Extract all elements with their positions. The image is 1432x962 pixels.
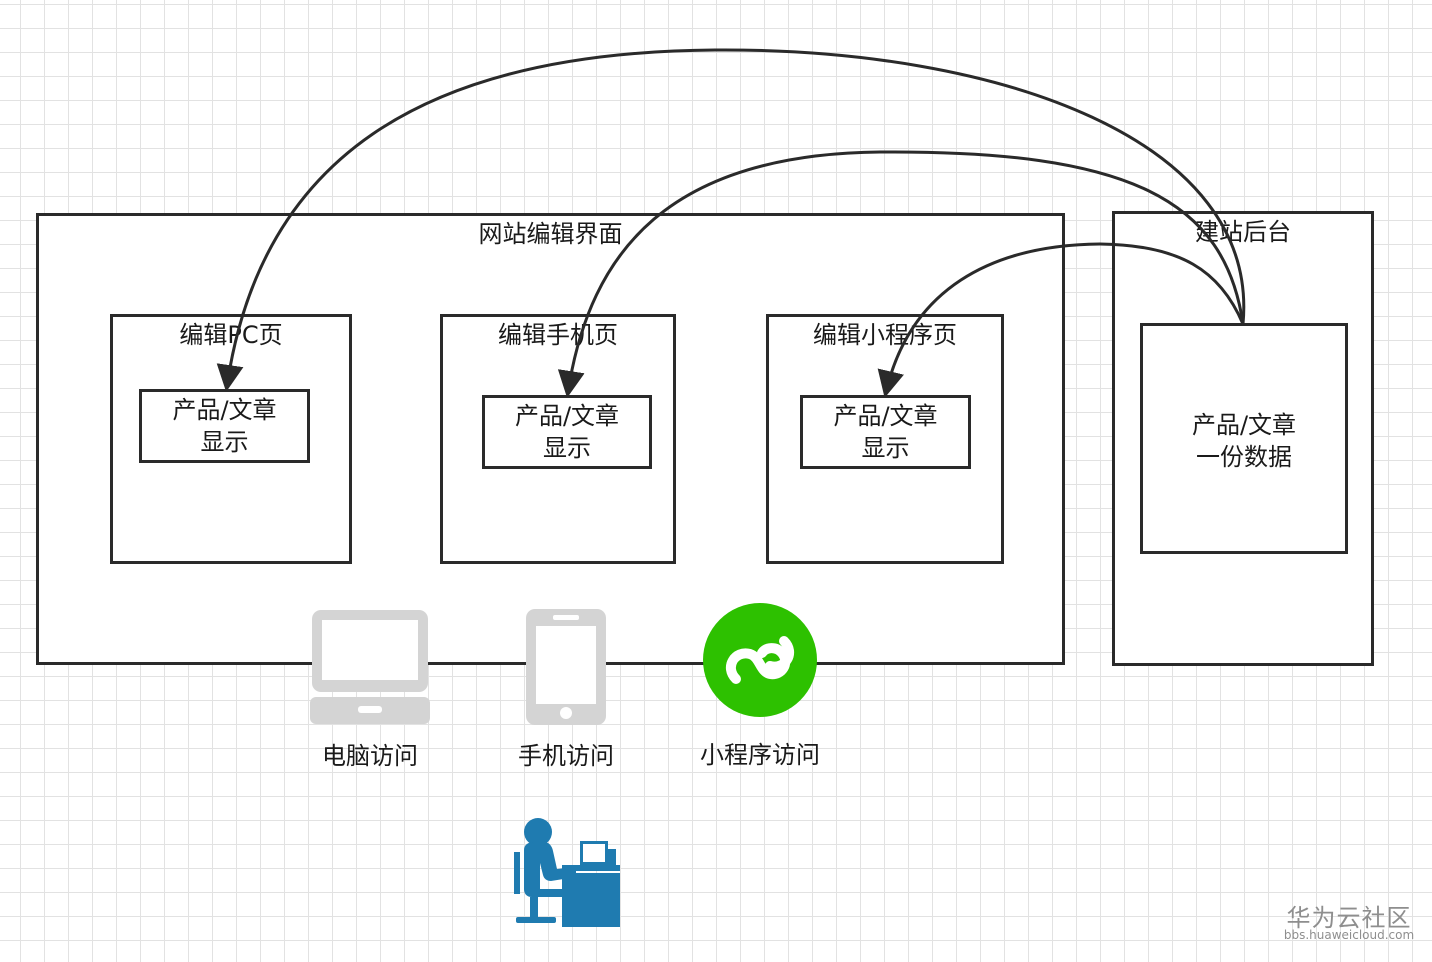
pc-content-box: 产品/文章 显示 [139,389,310,463]
mobile-access-label: 手机访问 [518,742,614,770]
phone-icon [525,608,607,730]
backend-data-label: 产品/文章 一份数据 [1191,411,1297,471]
backend-title: 建站后台 [1195,218,1291,246]
miniprogram-content-label: 产品/文章 显示 [833,402,938,462]
mobile-content-box: 产品/文章 显示 [482,395,652,469]
editor-title: 网站编辑界面 [478,220,623,248]
miniprogram-access-label: 小程序访问 [700,741,820,769]
miniprogram-content-box: 产品/文章 显示 [800,395,971,469]
watermark-title: 华为云社区 [1286,904,1412,932]
watermark-url: bbs.huaweicloud.com [1283,928,1415,942]
miniprogram-icon [702,602,818,722]
pc-access-label: 电脑访问 [322,742,418,770]
mobile-content-label: 产品/文章 显示 [514,402,620,462]
laptop-icon [310,608,430,734]
admin-at-desk-icon [514,817,622,933]
edit-mobile-page-title: 编辑手机页 [498,321,618,349]
backend-data-box: 产品/文章 一份数据 [1140,323,1348,554]
edit-miniprogram-page-title: 编辑小程序页 [813,321,957,349]
pc-content-label: 产品/文章 显示 [172,396,277,456]
edit-pc-page-title: 编辑PC页 [179,321,283,349]
